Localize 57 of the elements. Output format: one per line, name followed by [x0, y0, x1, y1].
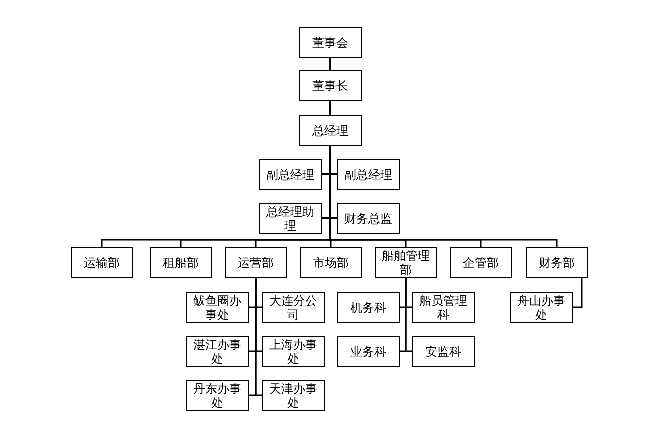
box-label: 业务科	[350, 344, 386, 358]
org-box	[450, 247, 512, 278]
connector-line	[573, 278, 583, 308]
org-box	[375, 247, 437, 278]
org-box	[412, 336, 475, 367]
org-box	[262, 380, 325, 411]
org-box	[262, 336, 325, 367]
org-box	[299, 27, 362, 58]
box-label: 副总经理	[266, 168, 314, 182]
org-box	[510, 292, 573, 323]
org-box	[412, 292, 475, 323]
box-label: 船舶管理部	[381, 248, 431, 276]
org-box	[337, 336, 400, 367]
box-label: 董事长	[312, 78, 348, 92]
box-label: 大连分公司	[268, 294, 318, 322]
org-box	[300, 247, 362, 278]
box-label: 运营部	[238, 256, 274, 270]
box-label: 财务部	[539, 256, 575, 270]
connector-line	[330, 101, 332, 115]
connector-line	[405, 278, 412, 352]
org-box	[262, 292, 325, 323]
box-label: 财务总监	[344, 212, 392, 226]
org-box	[186, 336, 249, 367]
org-box	[259, 159, 322, 190]
box-label: 副总经理	[344, 168, 392, 182]
box-label: 湛江办事处	[192, 338, 242, 366]
box-label: 安监科	[426, 344, 462, 358]
box-label: 总经理	[312, 124, 348, 138]
box-label: 董事会	[312, 36, 348, 50]
org-box	[337, 203, 400, 234]
org-box	[299, 70, 362, 101]
org-box	[299, 115, 362, 146]
box-label: 丹东办事处	[192, 382, 242, 410]
connector-line	[330, 58, 332, 70]
box-label: 市场部	[313, 256, 349, 270]
connector-line	[330, 146, 558, 247]
org-box	[150, 247, 212, 278]
box-label: 总经理助理	[266, 204, 316, 232]
org-box	[71, 247, 133, 278]
box-label: 租船部	[163, 256, 199, 270]
box-label: 鲅鱼圈办事处	[192, 294, 242, 322]
box-label: 运输部	[84, 256, 120, 270]
org-box	[337, 292, 400, 323]
org-box	[186, 380, 249, 411]
org-box	[225, 247, 287, 278]
org-box	[259, 203, 322, 234]
box-label: 机务科	[350, 300, 386, 314]
box-label: 企管部	[463, 256, 499, 270]
box-label: 船员管理科	[418, 294, 468, 322]
org-box	[186, 292, 249, 323]
org-box	[526, 247, 588, 278]
connector-line	[255, 278, 262, 396]
org-box	[337, 159, 400, 190]
connector-line	[330, 146, 337, 220]
box-label: 舟山办事处	[516, 294, 566, 322]
box-label: 上海办事处	[268, 338, 318, 366]
box-label: 天津办事处	[268, 382, 318, 410]
